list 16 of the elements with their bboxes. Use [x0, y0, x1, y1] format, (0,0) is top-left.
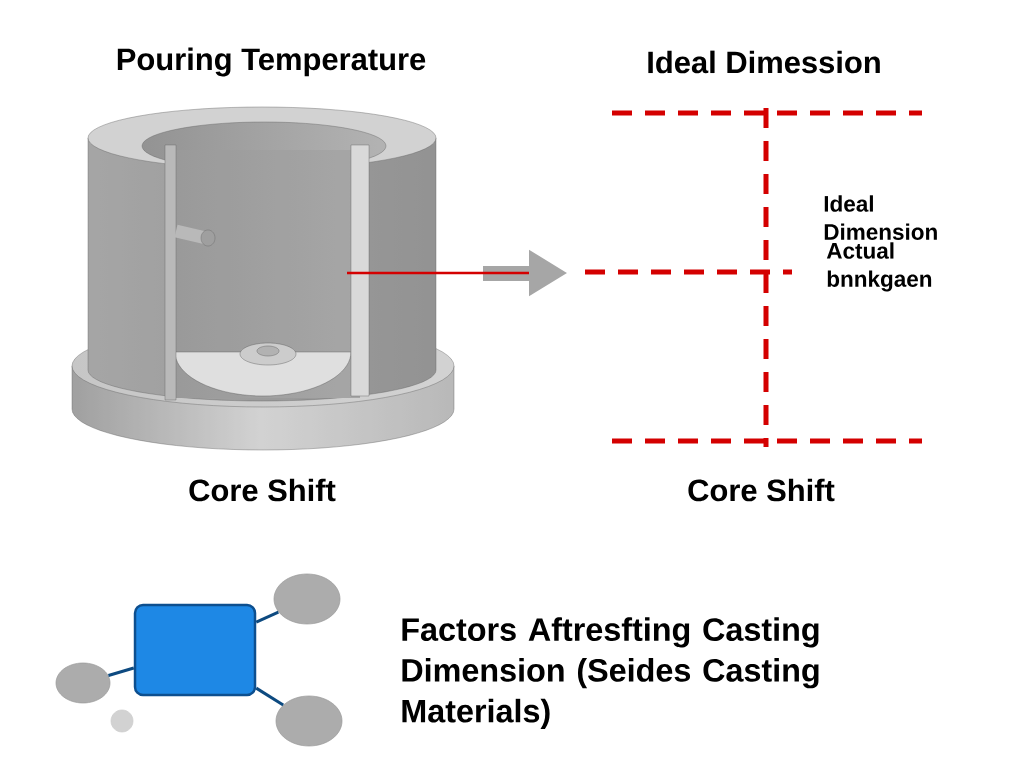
caption-text: Factors Aftresfting Casting Dimension (Seides Casting Materials)	[402, 617, 819, 729]
connector	[255, 686, 284, 707]
dimension-label: Actual bnnkgaen	[826, 242, 932, 292]
connector	[255, 610, 279, 624]
heading: Ideal Dimession	[648, 50, 880, 74]
connector	[108, 666, 135, 677]
circle	[110, 709, 134, 733]
caption-text: Core Shift	[688, 478, 835, 502]
circle	[55, 662, 111, 704]
circle	[275, 695, 343, 747]
caption-text: Core Shift	[189, 478, 336, 502]
heading: Pouring Temperature	[117, 47, 426, 77]
circle	[273, 573, 341, 625]
rounded-box	[133, 603, 257, 697]
dimension-label: Ideal Dimension	[824, 195, 937, 240]
mold-drawing	[71, 106, 455, 451]
